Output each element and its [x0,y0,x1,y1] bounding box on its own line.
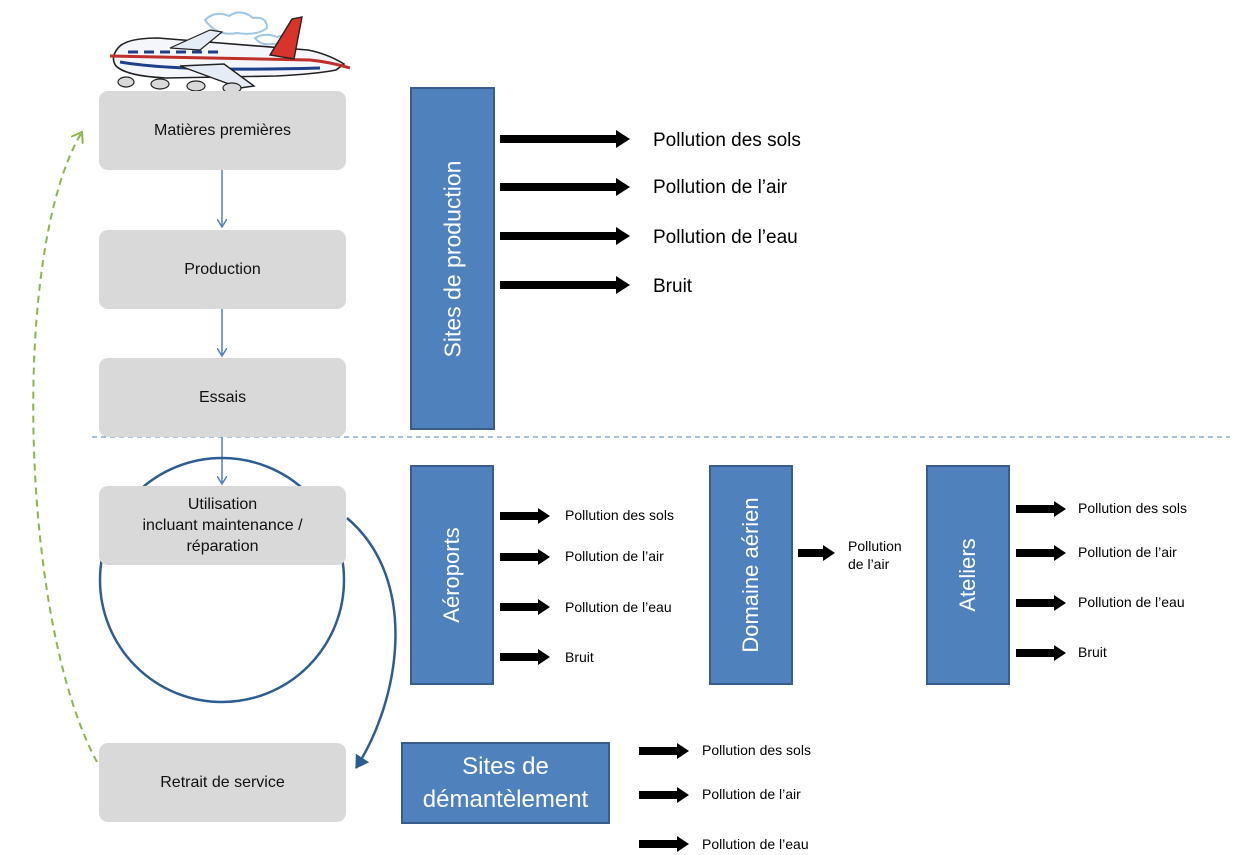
site-airspace-label: Domaine aérien [738,497,763,653]
production-arrow-soil [500,130,630,148]
airport-output-water: Pollution de l’eau [565,599,672,615]
production-output-water: Pollution de l’eau [653,227,798,248]
dismantling-output-water: Pollution de l’eau [702,836,809,852]
step-usage-line-3: réparation [186,538,259,555]
step-production: Production [99,230,346,309]
workshop-output-water: Pollution de l’eau [1078,594,1185,610]
production-output-air: Pollution de l’air [653,177,788,198]
production-output-noise: Bruit [653,276,693,297]
production-arrow-water [500,227,630,245]
airspace-output-line-1: Pollution [848,538,902,554]
step-usage: Utilisation incluant maintenance / répar… [99,486,346,565]
airport-output-soil: Pollution des sols [565,507,674,523]
step-retirement-label: Retrait de service [160,774,285,791]
workshop-arrow-water [1016,595,1066,611]
dismantling-arrow-air [639,787,689,803]
recycling-arrow [32,132,98,763]
airport-output-noise: Bruit [565,649,594,665]
production-arrow-air [500,178,630,196]
airspace-output: Pollution de l’air [848,537,902,573]
site-workshops: Ateliers [926,465,1010,685]
step-raw-materials: Matières premières [99,91,346,170]
usage-cycle-circle [98,456,346,704]
step-tests: Essais [99,358,346,437]
step-raw-materials-label: Matières premières [154,122,291,139]
workshop-output-soil: Pollution des sols [1078,500,1187,516]
site-production: Sites de production [410,87,495,430]
step-retirement: Retrait de service [99,743,346,822]
airspace-output-line-2: de l’air [848,556,890,572]
airport-arrow-noise [500,649,550,665]
airport-arrow-water [500,599,550,615]
site-dismantling: Sites de démantèlement [401,742,610,824]
dismantling-arrow-soil [639,743,689,759]
airspace-arrow [798,545,835,561]
production-arrow-noise [500,276,630,294]
site-workshops-label: Ateliers [955,538,980,612]
workshop-output-air: Pollution de l’air [1078,544,1177,560]
step-production-label: Production [184,261,261,278]
workshop-arrow-air [1016,545,1066,561]
site-dismantling-label: Sites de démantèlement [403,744,608,822]
production-output-soil: Pollution des sols [653,130,801,151]
site-airports-label: Aéroports [439,527,464,623]
dismantling-output-soil: Pollution des sols [702,742,811,758]
site-production-label: Sites de production [439,160,465,357]
airport-arrow-air [500,549,550,565]
workshop-arrow-soil [1016,501,1066,517]
workshop-arrow-noise [1016,645,1066,661]
step-usage-line-2: incluant maintenance / [142,517,303,534]
step-tests-label: Essais [198,389,247,406]
site-airports: Aéroports [410,465,494,685]
site-airspace: Domaine aérien [709,465,793,685]
dismantling-arrow-water [639,836,689,852]
site-dismantling-line-1: Sites de [462,753,549,780]
airplane-icon [109,11,351,94]
step-usage-line-1: Utilisation [187,496,258,513]
workshop-output-noise: Bruit [1078,644,1107,660]
airport-output-air: Pollution de l’air [565,548,664,564]
dismantling-output-air: Pollution de l’air [702,786,801,802]
site-dismantling-line-2: démantèlement [422,786,589,813]
airport-arrow-soil [500,508,550,524]
usage-to-retirement-arrow [346,517,397,769]
